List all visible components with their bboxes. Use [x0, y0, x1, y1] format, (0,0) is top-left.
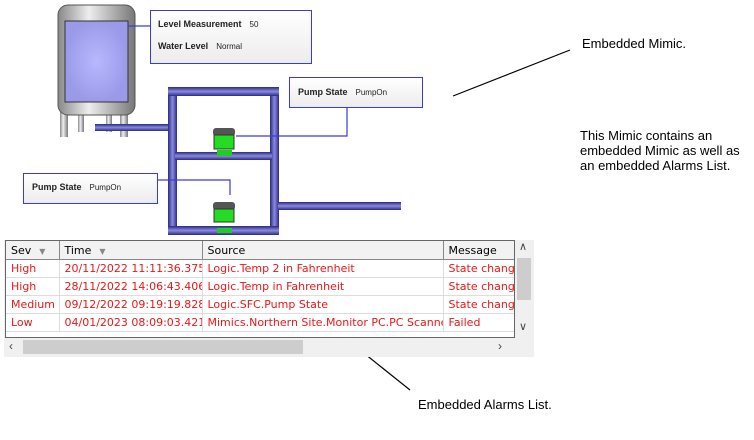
level-label: Level Measurement [158, 19, 242, 29]
water-label: Water Level [158, 41, 209, 51]
pump-icon [213, 202, 235, 233]
sort-down-icon: ▼ [39, 246, 46, 256]
scroll-down-icon[interactable]: ∨ [519, 321, 528, 333]
scroll-up-icon[interactable]: ∧ [519, 241, 528, 253]
sort-down-icon: ▼ [99, 246, 106, 256]
column-message[interactable]: Message [443, 241, 514, 260]
level-info-box: Level Measurement 50 Water Level Normal [150, 10, 312, 64]
column-source[interactable]: Source [202, 241, 444, 260]
note-embedded-alarms: Embedded Alarms List. [418, 397, 552, 412]
tank [57, 4, 136, 137]
column-time[interactable]: Time▼ [59, 241, 203, 260]
note-embedded-mimic: Embedded Mimic. [582, 36, 687, 51]
scroll-thumb[interactable] [517, 258, 531, 300]
pipes [95, 87, 401, 235]
pump-state-box-2: Pump State PumpOn [23, 173, 158, 204]
pump-icon [213, 128, 235, 156]
table-header: Sev▼ Time▼ Source Message [6, 241, 514, 260]
scroll-left-icon[interactable]: ‹ [9, 339, 13, 353]
vertical-scrollbar[interactable]: ∧ ∨ [515, 240, 533, 336]
pump-state-value: PumpOn [89, 183, 122, 192]
pump-state-label: Pump State [298, 87, 348, 97]
column-sev[interactable]: Sev▼ [6, 241, 60, 260]
pump-state-label: Pump State [32, 182, 82, 192]
pump-state-value: PumpOn [355, 88, 388, 97]
note-description: This Mimic contains an embedded Mimic as… [580, 128, 740, 173]
water-value: Normal [216, 42, 242, 51]
level-value: 50 [249, 20, 259, 29]
horizontal-scrollbar[interactable]: ‹ › [4, 338, 514, 356]
pump-state-box-1: Pump State PumpOn [289, 77, 423, 108]
scroll-right-icon[interactable]: › [498, 339, 502, 353]
callout-lines [128, 25, 348, 195]
hscroll-thumb[interactable] [23, 340, 303, 354]
